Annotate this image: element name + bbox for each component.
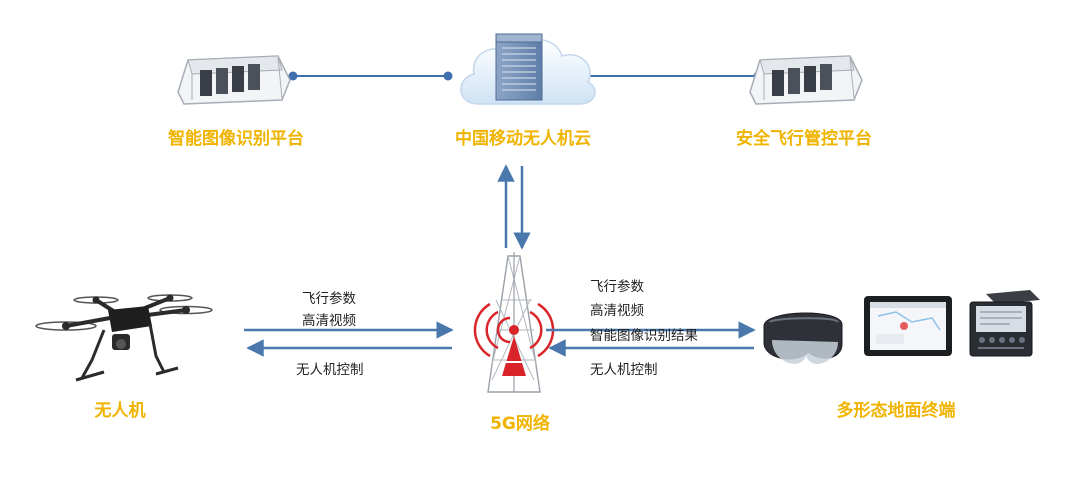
flow-label-flight-params-left: 飞行参数	[302, 291, 356, 307]
vertical-arrows	[497, 164, 531, 250]
flight-platform-label: 安全飞行管控平台	[736, 129, 872, 149]
cell-tower-icon	[473, 252, 555, 393]
flow-label-hd-video-right: 高清视频	[590, 303, 644, 319]
cloud-server-icon	[460, 33, 596, 105]
drone-label: 无人机	[94, 401, 146, 421]
flow-label-hd-video-left: 高清视频	[302, 313, 356, 329]
flow-label-drone-control-right: 无人机控制	[590, 362, 658, 378]
flow-label-drone-control-left: 无人机控制	[296, 362, 364, 378]
network-label: 5G网络	[490, 414, 550, 434]
cloud-label: 中国移动无人机云	[455, 129, 591, 149]
terminal-devices-icon	[763, 290, 1040, 364]
flow-label-flight-params-right: 飞行参数	[590, 279, 644, 295]
server-rack-icon	[749, 55, 863, 105]
left-flow-arrows	[244, 321, 454, 357]
flow-label-recognition-result: 智能图像识别结果	[590, 328, 698, 344]
connector-dot	[288, 71, 298, 81]
connector-dot	[443, 71, 453, 81]
server-rack-icon	[177, 55, 291, 105]
drone-icon	[35, 294, 213, 382]
image-platform-label: 智能图像识别平台	[168, 129, 304, 149]
terminals-label: 多形态地面终端	[836, 401, 956, 421]
right-flow-arrows	[546, 321, 756, 357]
